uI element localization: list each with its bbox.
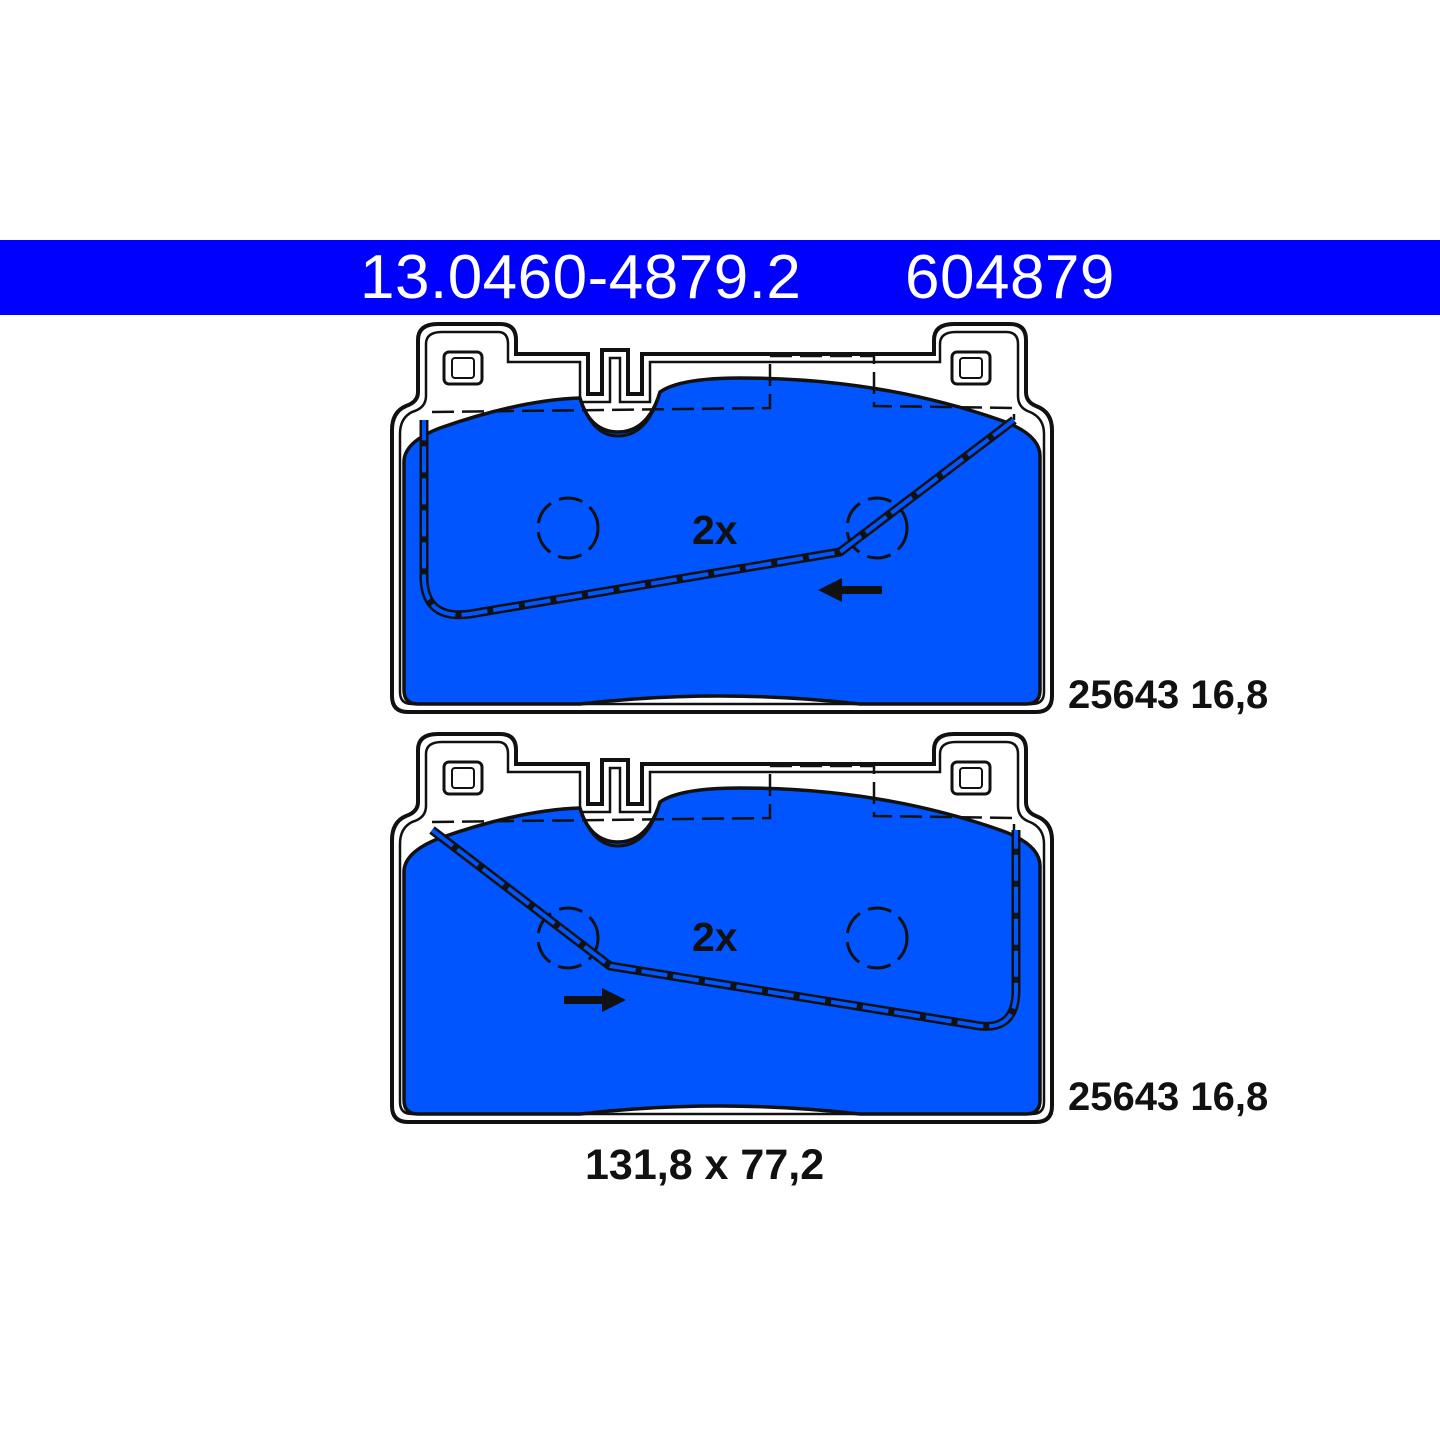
pad-dimensions: 131,8 x 77,2 <box>585 1141 825 1189</box>
arrow-right-icon <box>564 988 626 1012</box>
arrow-left-icon <box>818 578 882 602</box>
part-number: 13.0460-4879.2 <box>360 243 802 312</box>
brake-pad-top <box>390 322 1054 714</box>
pad-quantity-top: 2x <box>692 507 738 553</box>
brake-pad-bottom <box>390 732 1054 1124</box>
pad-label-bottom: 25643 16,8 <box>1068 1075 1269 1119</box>
pad-label-top: 25643 16,8 <box>1068 673 1269 717</box>
header-banner: 13.0460-4879.2 604879 <box>0 240 1440 315</box>
part-code: 604879 <box>905 243 1115 312</box>
pad-quantity-bottom: 2x <box>692 914 738 960</box>
